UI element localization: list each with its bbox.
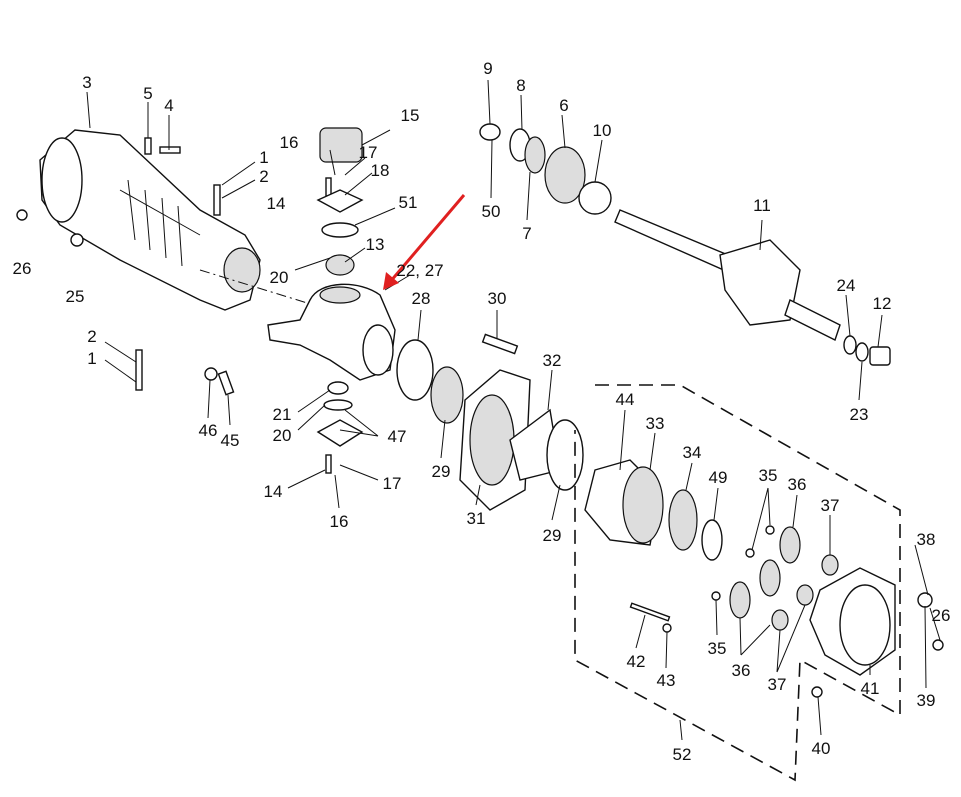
part-label: 31	[467, 509, 486, 528]
part-label: 29	[432, 462, 451, 481]
assembly-52-boundary	[574, 384, 901, 782]
part-label: 5	[143, 84, 152, 103]
part-label: 22, 27	[396, 261, 443, 280]
part-label: 44	[616, 390, 635, 409]
part-label: 41	[861, 679, 880, 698]
part-label: 16	[280, 133, 299, 152]
part-labels: 3 5 4 1 2 26 25 16 15 17 18 14 51 13 20 …	[13, 59, 951, 764]
part-label: 30	[488, 289, 507, 308]
part-label: 38	[917, 530, 936, 549]
part-label: 46	[199, 421, 218, 440]
part-label: 40	[812, 739, 831, 758]
part-label: 21	[273, 405, 292, 424]
part-label: 6	[559, 96, 568, 115]
part-label: 33	[646, 414, 665, 433]
part-label: 45	[221, 431, 240, 450]
part-label: 26	[13, 259, 32, 278]
part-label: 36	[732, 661, 751, 680]
part-label: 18	[371, 161, 390, 180]
part-label: 17	[359, 143, 378, 162]
part-label: 47	[388, 427, 407, 446]
part-label: 2	[87, 327, 96, 346]
leader-lines	[86, 79, 941, 741]
part-label: 51	[399, 193, 418, 212]
part-label: 42	[627, 652, 646, 671]
part-label: 37	[821, 496, 840, 515]
part-label: 3	[82, 73, 91, 92]
part-label: 34	[683, 443, 702, 462]
part-label: 17	[383, 474, 402, 493]
part-label: 2	[259, 167, 268, 186]
part-label: 16	[330, 512, 349, 531]
part-label: 8	[516, 76, 525, 95]
part-label: 25	[66, 287, 85, 306]
part-label: 32	[543, 351, 562, 370]
part-label: 36	[788, 475, 807, 494]
part-label: 26	[932, 606, 951, 625]
part-label: 39	[917, 691, 936, 710]
part-label: 52	[673, 745, 692, 764]
part-label: 1	[87, 349, 96, 368]
part-label: 49	[709, 468, 728, 487]
drive-shaft	[479, 123, 891, 366]
red-arrow-indicator	[383, 194, 466, 290]
part-label: 9	[483, 59, 492, 78]
part-label: 20	[270, 268, 289, 287]
bolts	[16, 137, 944, 698]
part-label: 35	[708, 639, 727, 658]
part-label: 28	[412, 289, 431, 308]
part-label: 7	[522, 224, 531, 243]
part-label: 24	[837, 276, 856, 295]
hub-parts	[396, 339, 896, 676]
part-label: 50	[482, 202, 501, 221]
part-label: 4	[164, 96, 173, 115]
part-label: 23	[850, 405, 869, 424]
axle-housing	[39, 129, 261, 311]
part-label: 29	[543, 526, 562, 545]
part-label: 14	[267, 194, 286, 213]
part-label: 13	[366, 235, 385, 254]
part-label: 12	[873, 294, 892, 313]
part-label: 15	[401, 106, 420, 125]
part-label: 11	[753, 196, 771, 215]
part-label: 43	[657, 671, 676, 690]
part-label: 20	[273, 426, 292, 445]
part-label: 35	[759, 466, 778, 485]
part-label: 10	[593, 121, 612, 140]
part-label: 14	[264, 482, 283, 501]
part-label: 1	[259, 148, 268, 167]
part-label: 37	[768, 675, 787, 694]
